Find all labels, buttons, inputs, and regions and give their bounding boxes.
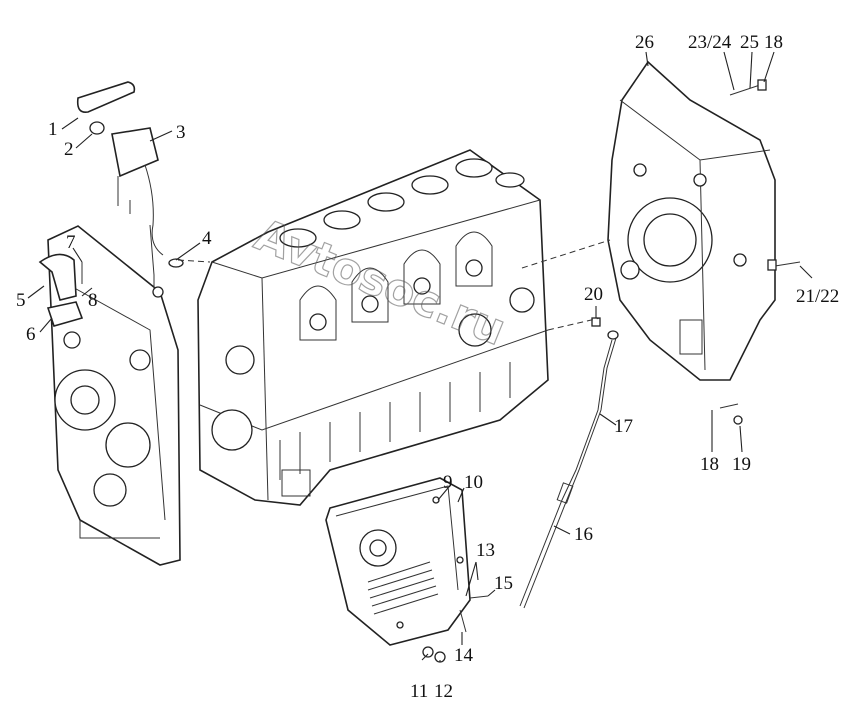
dipstick (519, 330, 619, 609)
label-9: 9 (443, 472, 453, 493)
label-23-24: 23/24 (688, 32, 732, 53)
breather-assembly (76, 81, 184, 298)
label-15: 15 (494, 573, 513, 594)
alignment-lines (177, 239, 611, 331)
label-12: 12 (434, 681, 453, 702)
flywheel-housing (607, 60, 776, 381)
label-6: 6 (26, 324, 36, 345)
label-17: 17 (614, 416, 633, 437)
label-25: 25 (740, 32, 759, 53)
label-8: 8 (88, 290, 98, 311)
label-20: 20 (584, 284, 603, 305)
label-5: 5 (16, 290, 26, 311)
engine-block (197, 149, 549, 506)
fasteners (422, 79, 801, 663)
label-18-bottom: 18 (700, 454, 719, 475)
label-19: 19 (732, 454, 751, 475)
label-13: 13 (476, 540, 495, 561)
label-18-top: 18 (764, 32, 783, 53)
leader-lines (27, 51, 813, 662)
label-14: 14 (454, 645, 474, 666)
label-21-22: 21/22 (796, 286, 839, 307)
label-11: 11 (410, 681, 428, 702)
label-1: 1 (48, 119, 58, 140)
label-16: 16 (574, 524, 593, 545)
side-cover (325, 477, 471, 646)
callout-labels: 1 2 3 4 5 6 7 8 9 10 11 12 13 14 15 16 1… (16, 32, 839, 702)
label-2: 2 (64, 139, 74, 160)
front-housing (47, 225, 181, 566)
label-10: 10 (464, 472, 483, 493)
elbow-fitting (38, 253, 84, 327)
label-26: 26 (635, 32, 654, 53)
label-3: 3 (176, 122, 186, 143)
label-4: 4 (202, 228, 212, 249)
label-7: 7 (66, 232, 76, 253)
